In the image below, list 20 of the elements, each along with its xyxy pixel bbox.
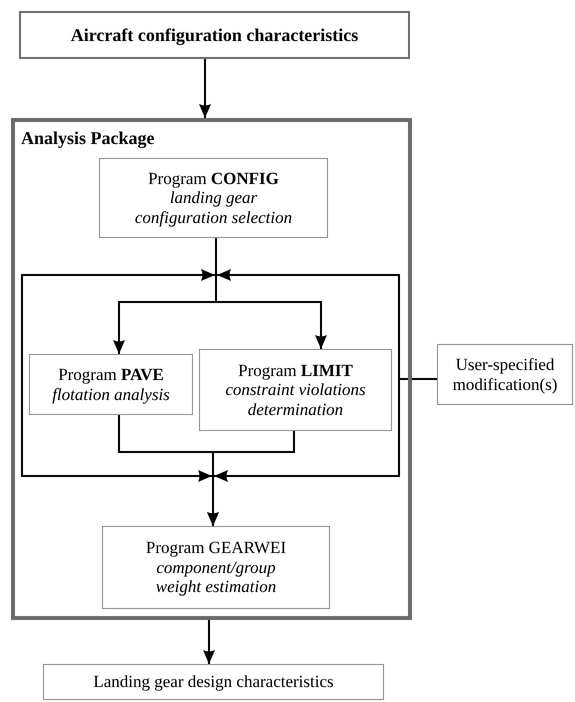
process-box xyxy=(43,664,384,700)
node-title: User-specified modification(s) xyxy=(452,354,558,394)
node-title: Program GEARWEI xyxy=(146,538,286,558)
node-description: landing gear configuration selection xyxy=(134,188,294,228)
node-description: component/group weight estimation xyxy=(154,558,278,597)
package-frame xyxy=(11,118,412,620)
program-box xyxy=(29,354,193,415)
process-box xyxy=(437,344,573,405)
node-description: flotation analysis xyxy=(52,384,170,404)
program-box xyxy=(102,526,330,609)
frame-heading: Analysis Package xyxy=(21,128,155,149)
node-description: constraint violations determination xyxy=(224,380,367,420)
program-box xyxy=(199,349,392,431)
input-box xyxy=(19,11,410,59)
node-title: Landing gear design characteristics xyxy=(93,672,334,692)
node-title: Program CONFIG xyxy=(148,168,279,188)
node-title: Aircraft configuration characteristics xyxy=(70,24,358,46)
node-title: Program PAVE xyxy=(58,364,164,384)
program-box xyxy=(99,158,328,238)
node-title: Program LIMIT xyxy=(238,360,353,380)
